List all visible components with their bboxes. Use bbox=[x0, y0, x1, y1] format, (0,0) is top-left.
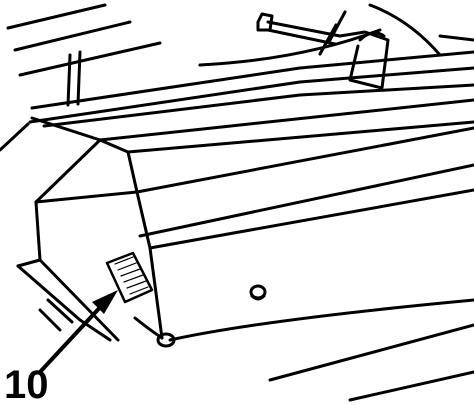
background-surface bbox=[0, 3, 162, 152]
support-leg bbox=[66, 50, 82, 107]
housing-end-cap bbox=[30, 116, 164, 340]
corner-foot bbox=[156, 332, 176, 348]
housing-upper-panels bbox=[98, 98, 474, 250]
base-frame bbox=[16, 258, 474, 402]
fastener-knob bbox=[249, 284, 267, 301]
housing-top-rail bbox=[28, 50, 474, 128]
callout-number: 10 bbox=[4, 363, 49, 405]
callout-arrow bbox=[38, 300, 107, 374]
hinge-bracket bbox=[256, 10, 390, 90]
background-fixture bbox=[198, 3, 474, 67]
callout-arrowhead bbox=[92, 290, 118, 314]
label-plate bbox=[105, 251, 154, 304]
